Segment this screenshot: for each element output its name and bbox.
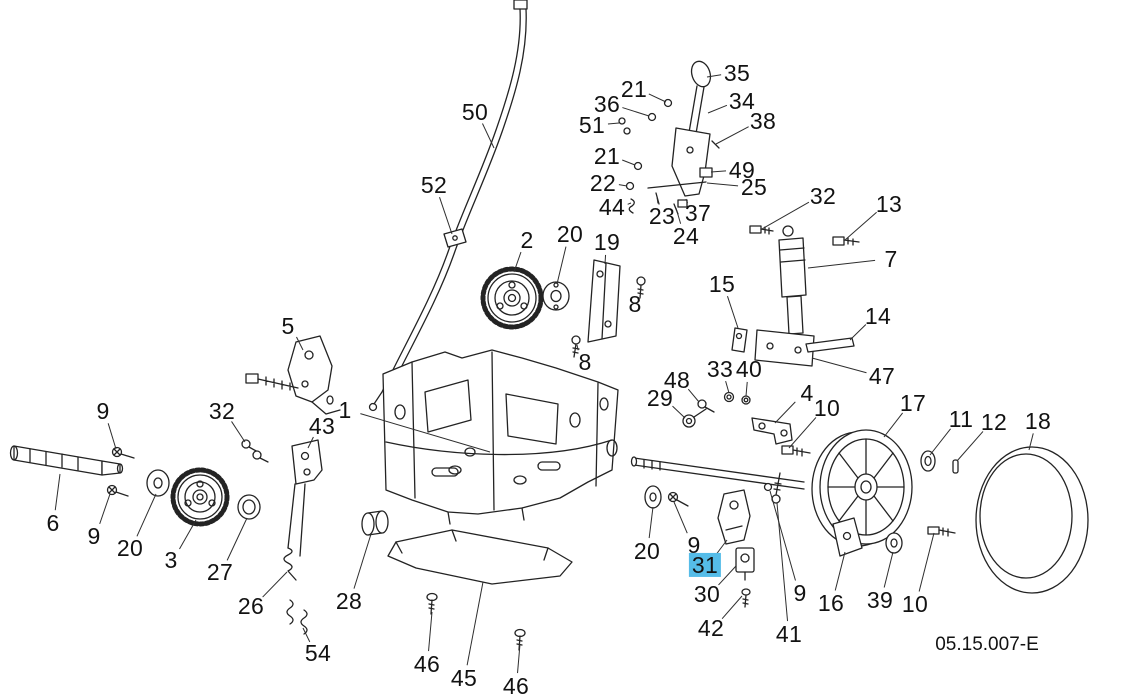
leader-line-7 [807,259,876,269]
leader-line-9 [99,493,111,525]
part-shift-lever-assembly [618,60,720,215]
part-washer-20-left [146,469,170,497]
leader-line-23 [656,196,659,204]
part-bracket-5 [245,335,341,415]
leader-line-8 [576,344,579,351]
leader-line-2 [513,251,522,273]
part-cover-washer-20 [542,281,570,311]
part-bottom-plate-45 [387,529,573,585]
part-screws-32-pair [241,439,269,463]
leader-line-43 [307,436,314,449]
part-disc-39 [885,532,903,554]
leader-line-33 [725,381,730,394]
leader-line-45 [466,581,484,666]
part-control-cable [368,0,528,412]
leader-line-8 [639,286,642,292]
part-spring-rod-26 [283,483,306,581]
leader-line-30 [718,565,737,586]
leader-line-1 [360,413,491,453]
leader-line-51 [607,122,620,125]
leader-line-46 [517,643,521,674]
leader-line-12 [956,431,984,462]
leader-line-9 [769,490,796,581]
leader-line-40 [745,381,748,397]
leader-line-39 [883,551,894,588]
leader-line-14 [849,324,867,341]
leader-line-9 [107,423,117,450]
leader-line-48 [687,388,700,403]
leader-line-6 [54,473,61,511]
part-bracket-19 [587,259,621,343]
part-shock-absorber-assembly [731,225,860,367]
part-bolt-9-lower-left [106,484,129,497]
leader-line-18 [1028,433,1034,451]
leader-line-28 [353,533,372,589]
part-wheel-hub-17 [811,429,913,547]
leader-line-52 [439,197,453,235]
leader-line-34 [707,104,728,114]
leader-line-32 [231,421,246,443]
part-bearing-27 [237,494,261,520]
leader-line-26 [262,571,288,598]
leader-line-17 [883,412,904,438]
part-bracket-16 [832,517,863,557]
part-washer-11 [920,450,936,472]
leader-line-21 [648,93,667,103]
part-springs-54 [286,599,308,635]
part-pin-12 [952,459,959,474]
part-bolt-9-upper-left [111,446,135,459]
part-rear-axle-assembly [630,391,811,608]
leader-line-4 [774,401,796,424]
leader-line-27 [226,517,248,561]
leader-line-29 [672,405,686,419]
leader-line-44 [627,202,632,205]
leader-line-24 [675,207,682,224]
leader-line-49 [710,170,727,173]
leader-line-36 [622,107,650,117]
leader-line-46 [428,611,433,652]
leader-line-35 [706,74,722,78]
part-spacer-28 [361,510,389,536]
leader-line-20 [648,506,654,539]
leader-line-41 [776,502,789,622]
leader-line-31 [715,539,728,556]
leader-line-42 [721,595,743,619]
leader-line-15 [726,296,739,329]
leader-line-13 [844,211,877,241]
leader-line-9 [673,501,688,534]
part-gear-3 [170,467,230,527]
leader-line-10 [788,417,817,449]
leader-line-20 [556,246,567,285]
leader-line-25 [706,182,739,187]
part-gear-2 [480,266,544,330]
part-axle-shaft-6 [9,445,124,476]
part-frame-chassis [382,349,619,525]
part-screws-46 [426,592,526,651]
leader-line-11 [929,428,951,456]
leader-line-38 [715,126,749,145]
leader-line-50 [482,123,495,149]
leader-line-16 [834,551,846,591]
part-bracket-43 [291,439,323,485]
leader-line-10 [918,532,935,592]
leader-line-5 [296,336,304,351]
leader-line-20 [136,493,157,537]
leader-line-32 [761,201,810,230]
leader-line-3 [179,519,197,550]
leader-line-37 [685,198,689,204]
leader-line-47 [811,357,867,374]
leader-line-19 [604,254,607,265]
leader-line-22 [618,184,628,187]
leader-line-21 [622,159,636,166]
diagram-code: 05.15.007-E [935,634,1039,655]
part-belt-ring-18 [975,446,1089,594]
leader-line-54 [302,627,311,643]
